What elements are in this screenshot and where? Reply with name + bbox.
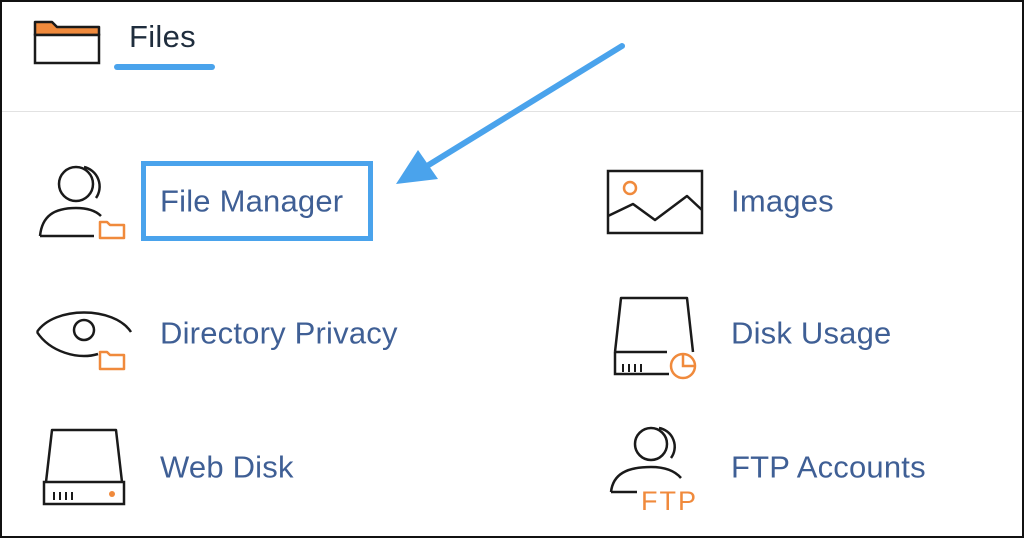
tool-file-manager[interactable]: File Manager [34, 154, 374, 250]
folder-icon [33, 20, 101, 65]
tool-disk-usage[interactable]: Disk Usage [605, 286, 925, 382]
file-manager-icon [38, 165, 126, 240]
ftp-icon-text: FTP [641, 486, 698, 516]
tool-label: Disk Usage [731, 315, 892, 351]
tool-directory-privacy[interactable]: Directory Privacy [34, 286, 434, 382]
header-divider [2, 111, 1022, 112]
highlight-box [141, 161, 373, 241]
section-header: Files [2, 2, 1022, 112]
disk-usage-icon [613, 296, 697, 380]
tool-label: Images [731, 183, 834, 219]
tool-label: Web Disk [160, 449, 294, 485]
disk-drive-icon [42, 428, 126, 506]
section-title: Files [129, 19, 196, 54]
tool-ftp-accounts[interactable]: FTP FTP Accounts [605, 420, 945, 516]
tool-label: Directory Privacy [160, 315, 398, 351]
tool-label: File Manager [160, 183, 344, 219]
eye-folder-icon [35, 311, 133, 371]
tool-web-disk[interactable]: Web Disk [34, 420, 334, 516]
image-icon [606, 169, 704, 235]
tool-label: FTP Accounts [731, 449, 926, 485]
tool-images[interactable]: Images [605, 154, 905, 250]
ftp-user-icon: FTP [609, 426, 698, 516]
section-title-underline [114, 64, 215, 70]
